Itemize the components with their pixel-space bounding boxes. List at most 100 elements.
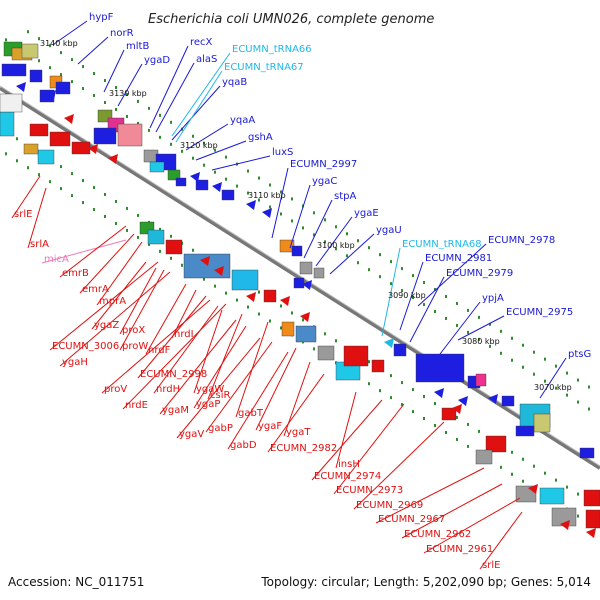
guide-dot — [368, 382, 370, 386]
gene-arrow — [488, 394, 498, 404]
reverse-gene-label: ygaM — [162, 405, 189, 416]
trna-leader — [175, 70, 223, 143]
guide-dot — [82, 87, 84, 91]
guide-dot — [423, 303, 425, 307]
guide-dot — [478, 429, 480, 433]
gene-block — [415, 353, 465, 383]
gene-arrow — [46, 90, 56, 100]
guide-dot — [280, 304, 282, 308]
guide-dot — [368, 246, 370, 250]
reverse-gene-label: ECUMN_2998 — [140, 369, 207, 380]
trna-label: ECUMN_tRNA66 — [232, 44, 312, 55]
gene-block — [0, 93, 23, 113]
forward-gene-leader — [211, 155, 271, 171]
gene-block — [49, 131, 71, 147]
reverse-gene-label: ygaV — [179, 429, 204, 440]
reverse-gene-label: nrdE — [125, 400, 148, 411]
forward-gene-leader — [77, 36, 109, 65]
gene-block — [583, 489, 600, 507]
reverse-gene-leader — [145, 283, 187, 355]
reverse-gene-label: ygaP — [196, 399, 220, 410]
guide-dot — [60, 73, 62, 77]
guide-dot — [335, 225, 337, 229]
scale-tick-label: 3070 kbp — [534, 383, 572, 392]
gene-block — [371, 359, 385, 373]
guide-dot — [379, 275, 381, 279]
forward-gene-label: ECUMN_2975 — [506, 307, 573, 318]
forward-gene-leader — [53, 20, 88, 45]
guide-dot — [115, 221, 117, 225]
forward-gene-leader — [289, 184, 311, 249]
guide-dot — [335, 339, 337, 343]
reverse-gene-label: ECUMN_2974 — [314, 471, 381, 482]
reverse-gene-label: insH — [338, 459, 360, 470]
gene-block — [313, 267, 325, 279]
guide-dot — [71, 194, 73, 198]
guide-dot — [390, 282, 392, 286]
gene-arrow — [214, 266, 224, 276]
guide-dot — [555, 364, 557, 368]
forward-gene-label: mltB — [126, 41, 149, 52]
guide-dot — [368, 268, 370, 272]
forward-gene-label: ypjA — [482, 293, 504, 304]
reverse-gene-label: ygaZ — [94, 320, 119, 331]
guide-dot — [192, 156, 194, 160]
gene-block — [299, 261, 313, 275]
trna-label: ECUMN_tRNA67 — [224, 62, 304, 73]
guide-dot — [258, 198, 260, 202]
gene-block — [195, 179, 209, 191]
guide-dot — [82, 65, 84, 69]
reverse-gene-leader — [49, 261, 159, 351]
scale-tick-label: 3120 kbp — [180, 141, 218, 150]
guide-dot — [401, 289, 403, 293]
reverse-gene-leader — [101, 299, 211, 394]
forward-gene-leader — [149, 45, 189, 129]
gene-arrow — [246, 200, 256, 210]
guide-dot — [38, 59, 40, 63]
guide-dot — [456, 323, 458, 327]
guide-dot — [126, 228, 128, 232]
guide-dot — [60, 187, 62, 191]
guide-dot — [357, 239, 359, 243]
reverse-gene-label: ECUMN_3006 — [52, 341, 119, 352]
scale-tick-label: 3100 kbp — [317, 241, 355, 250]
reverse-gene-label: proW — [122, 341, 148, 352]
reverse-gene-label: ECUMN_2969 — [356, 500, 423, 511]
guide-dot — [566, 485, 568, 489]
guide-dot — [467, 308, 469, 312]
reverse-gene-label: ygaT — [286, 427, 311, 438]
guide-dot — [434, 288, 436, 291]
guide-dot — [225, 155, 227, 159]
reverse-gene-leader — [207, 313, 243, 400]
gene-block — [317, 345, 335, 361]
guide-dot — [445, 316, 447, 320]
reverse-gene-leader — [335, 391, 357, 469]
reverse-gene-label: proV — [104, 384, 127, 395]
reverse-gene-label: proX — [122, 325, 145, 336]
reverse-gene-leader — [171, 289, 197, 339]
gene-arrow — [458, 396, 468, 406]
reverse-gene-label: emrA — [82, 284, 109, 295]
guide-dot — [170, 120, 172, 124]
guide-dot — [313, 211, 315, 215]
reverse-gene-label: ygaF — [258, 421, 282, 432]
reverse-gene-label: mprA — [99, 296, 126, 307]
reverse-gene-leader — [176, 337, 261, 439]
forward-gene-label: ygaC — [312, 176, 337, 187]
guide-dot — [27, 30, 29, 34]
guide-dot — [115, 107, 117, 111]
guide-dot — [5, 38, 7, 42]
gene-block — [221, 189, 235, 201]
guide-dot — [126, 92, 128, 96]
reverse-gene-label: ECUMN_2962 — [404, 529, 471, 540]
guide-dot — [71, 80, 73, 84]
guide-dot — [60, 51, 62, 55]
guide-dot — [533, 464, 535, 468]
reverse-gene-leader — [153, 305, 219, 394]
guide-dot — [588, 385, 590, 389]
reverse-gene-leader — [59, 225, 127, 278]
trna-leader — [171, 52, 231, 137]
guide-dot — [412, 388, 414, 392]
guide-dot — [280, 212, 282, 216]
